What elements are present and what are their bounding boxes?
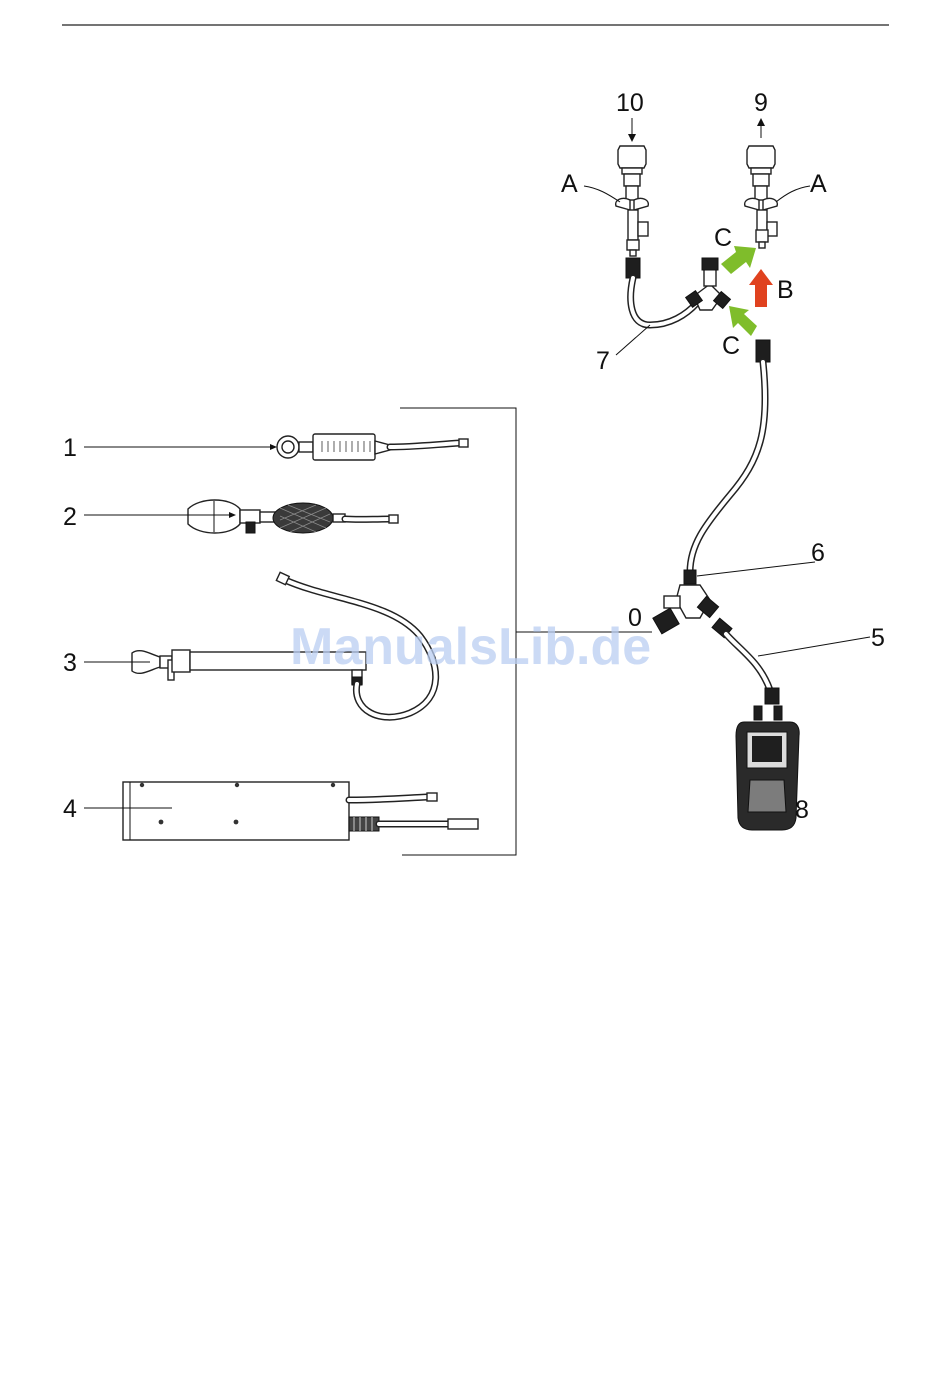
red-arrow [749, 269, 773, 307]
measuring-instrument [736, 706, 799, 830]
manifold-6 [653, 570, 732, 638]
label-6: 6 [811, 539, 825, 567]
label-c-bottom: C [722, 332, 740, 360]
test-point-outlet [745, 146, 778, 248]
electric-pump [123, 782, 478, 840]
label-2: 2 [63, 503, 77, 531]
hose-to-instrument [726, 634, 779, 704]
label-a-left: A [561, 170, 578, 198]
label-8: 8 [795, 796, 809, 824]
label-3: 3 [63, 649, 77, 677]
label-7: 7 [596, 347, 610, 375]
label-5: 5 [871, 624, 885, 652]
hand-pump [188, 500, 398, 533]
test-point-inlet [616, 146, 649, 256]
syringe [277, 434, 468, 460]
label-10: 10 [616, 89, 644, 117]
y-hose-set [626, 258, 730, 325]
label-4: 4 [63, 795, 77, 823]
watermark: ManualsLib.de [290, 618, 651, 676]
label-a-right: A [810, 170, 827, 198]
hose-to-manifold [690, 340, 770, 572]
label-b: B [777, 276, 794, 304]
label-c-top: C [714, 224, 732, 252]
label-1: 1 [63, 434, 77, 462]
label-9: 9 [754, 89, 768, 117]
